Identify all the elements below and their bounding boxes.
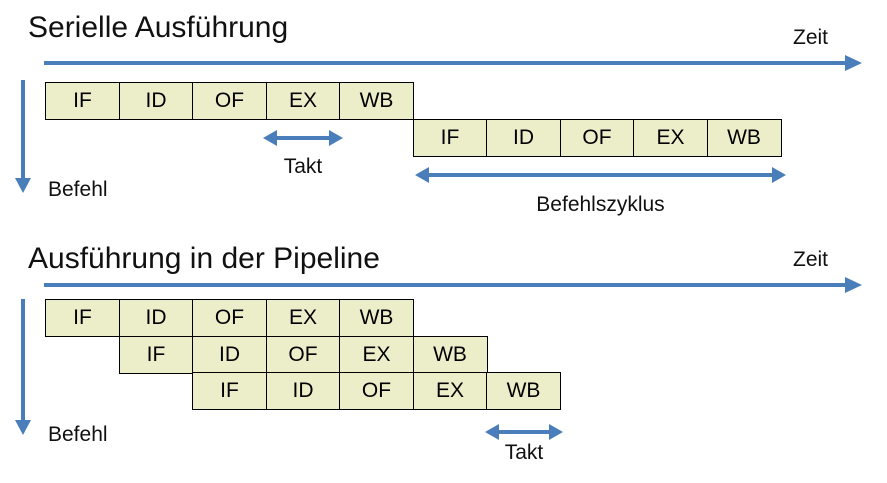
pipeline-stage-cell: WB (412, 335, 488, 374)
befehlszyklus-range-arrow (415, 167, 786, 183)
pipeline-instruction-axis-caption: Befehl (48, 423, 108, 446)
arrowhead-left-icon (485, 424, 499, 440)
arrow-shaft (21, 80, 25, 181)
arrow-shaft (425, 173, 776, 177)
pipeline-stage-cell: WB (339, 299, 414, 337)
befehlszyklus-label: Befehlszyklus (536, 193, 665, 216)
arrowhead-right-icon (845, 55, 862, 71)
pipeline-instruction-row-3: IF ID OF EX WB (192, 372, 561, 410)
arrowhead-left-icon (263, 130, 277, 146)
pipeline-instruction-axis-arrow (15, 299, 31, 435)
pipeline-stage-cell: ID (118, 82, 194, 120)
pipeline-stage-cell: WB (486, 372, 561, 410)
arrowhead-down-icon (15, 420, 31, 435)
pipeline-stage-cell: WB (706, 118, 782, 157)
pipeline-stage-cell: ID (192, 335, 267, 374)
pipeline-stage-cell: IF (412, 118, 488, 157)
arrow-shaft (495, 430, 553, 434)
arrow-shaft (21, 299, 25, 423)
pipeline-instruction-row-2: IF ID OF EX WB (118, 335, 488, 374)
pipeline-stage-cell: OF (192, 82, 267, 120)
serial-takt-range-arrow (263, 130, 343, 146)
pipeline-stage-cell: EX (339, 335, 414, 374)
arrowhead-right-icon (772, 167, 786, 183)
serial-time-axis-arrow (44, 55, 862, 71)
serial-instruction-axis-arrow (15, 80, 31, 193)
pipeline-stage-cell: OF (192, 299, 267, 337)
arrowhead-right-icon (329, 130, 343, 146)
pipeline-time-axis-label: Zeit (793, 248, 829, 271)
pipeline-stage-cell: IF (118, 335, 194, 374)
serial-time-axis-label: Zeit (793, 26, 829, 49)
arrowhead-left-icon (415, 167, 429, 183)
arrow-shaft (273, 136, 333, 140)
pipeline-stage-cell: OF (559, 118, 635, 157)
pipeline-stage-cell: ID (118, 299, 194, 337)
pipeline-stage-cell: IF (45, 82, 120, 120)
serial-instruction-axis-caption: Befehl (48, 178, 108, 201)
serial-instruction-row-2: IF ID OF EX WB (412, 118, 782, 157)
pipeline-stage-cell: ID (265, 372, 341, 410)
arrowhead-down-icon (15, 178, 31, 193)
arrow-shaft (44, 283, 850, 287)
arrow-shaft (44, 61, 850, 65)
pipeline-stage-cell: IF (192, 372, 267, 410)
pipeline-instruction-row-1: IF ID OF EX WB (45, 299, 414, 337)
pipeline-stage-cell: EX (412, 372, 488, 410)
pipeline-stage-cell: OF (339, 372, 414, 410)
pipeline-stage-cell: ID (486, 118, 561, 157)
arrowhead-right-icon (845, 277, 862, 293)
pipeline-stage-cell: IF (45, 299, 120, 337)
pipeline-stage-cell: EX (265, 299, 341, 337)
pipeline-stage-cell: EX (633, 118, 708, 157)
pipeline-section-title: Ausführung in der Pipeline (28, 242, 380, 275)
serial-instruction-row-1: IF ID OF EX WB (45, 82, 414, 120)
pipeline-stage-cell: WB (339, 82, 414, 120)
serial-section-title: Serielle Ausführung (28, 11, 289, 44)
serial-takt-label: Takt (283, 155, 323, 178)
pipeline-time-axis-arrow (44, 277, 862, 293)
pipeline-takt-range-arrow (485, 424, 563, 440)
pipeline-takt-label: Takt (504, 441, 544, 464)
pipeline-stage-cell: EX (265, 82, 341, 120)
arrowhead-right-icon (549, 424, 563, 440)
pipeline-stage-cell: OF (265, 335, 341, 374)
